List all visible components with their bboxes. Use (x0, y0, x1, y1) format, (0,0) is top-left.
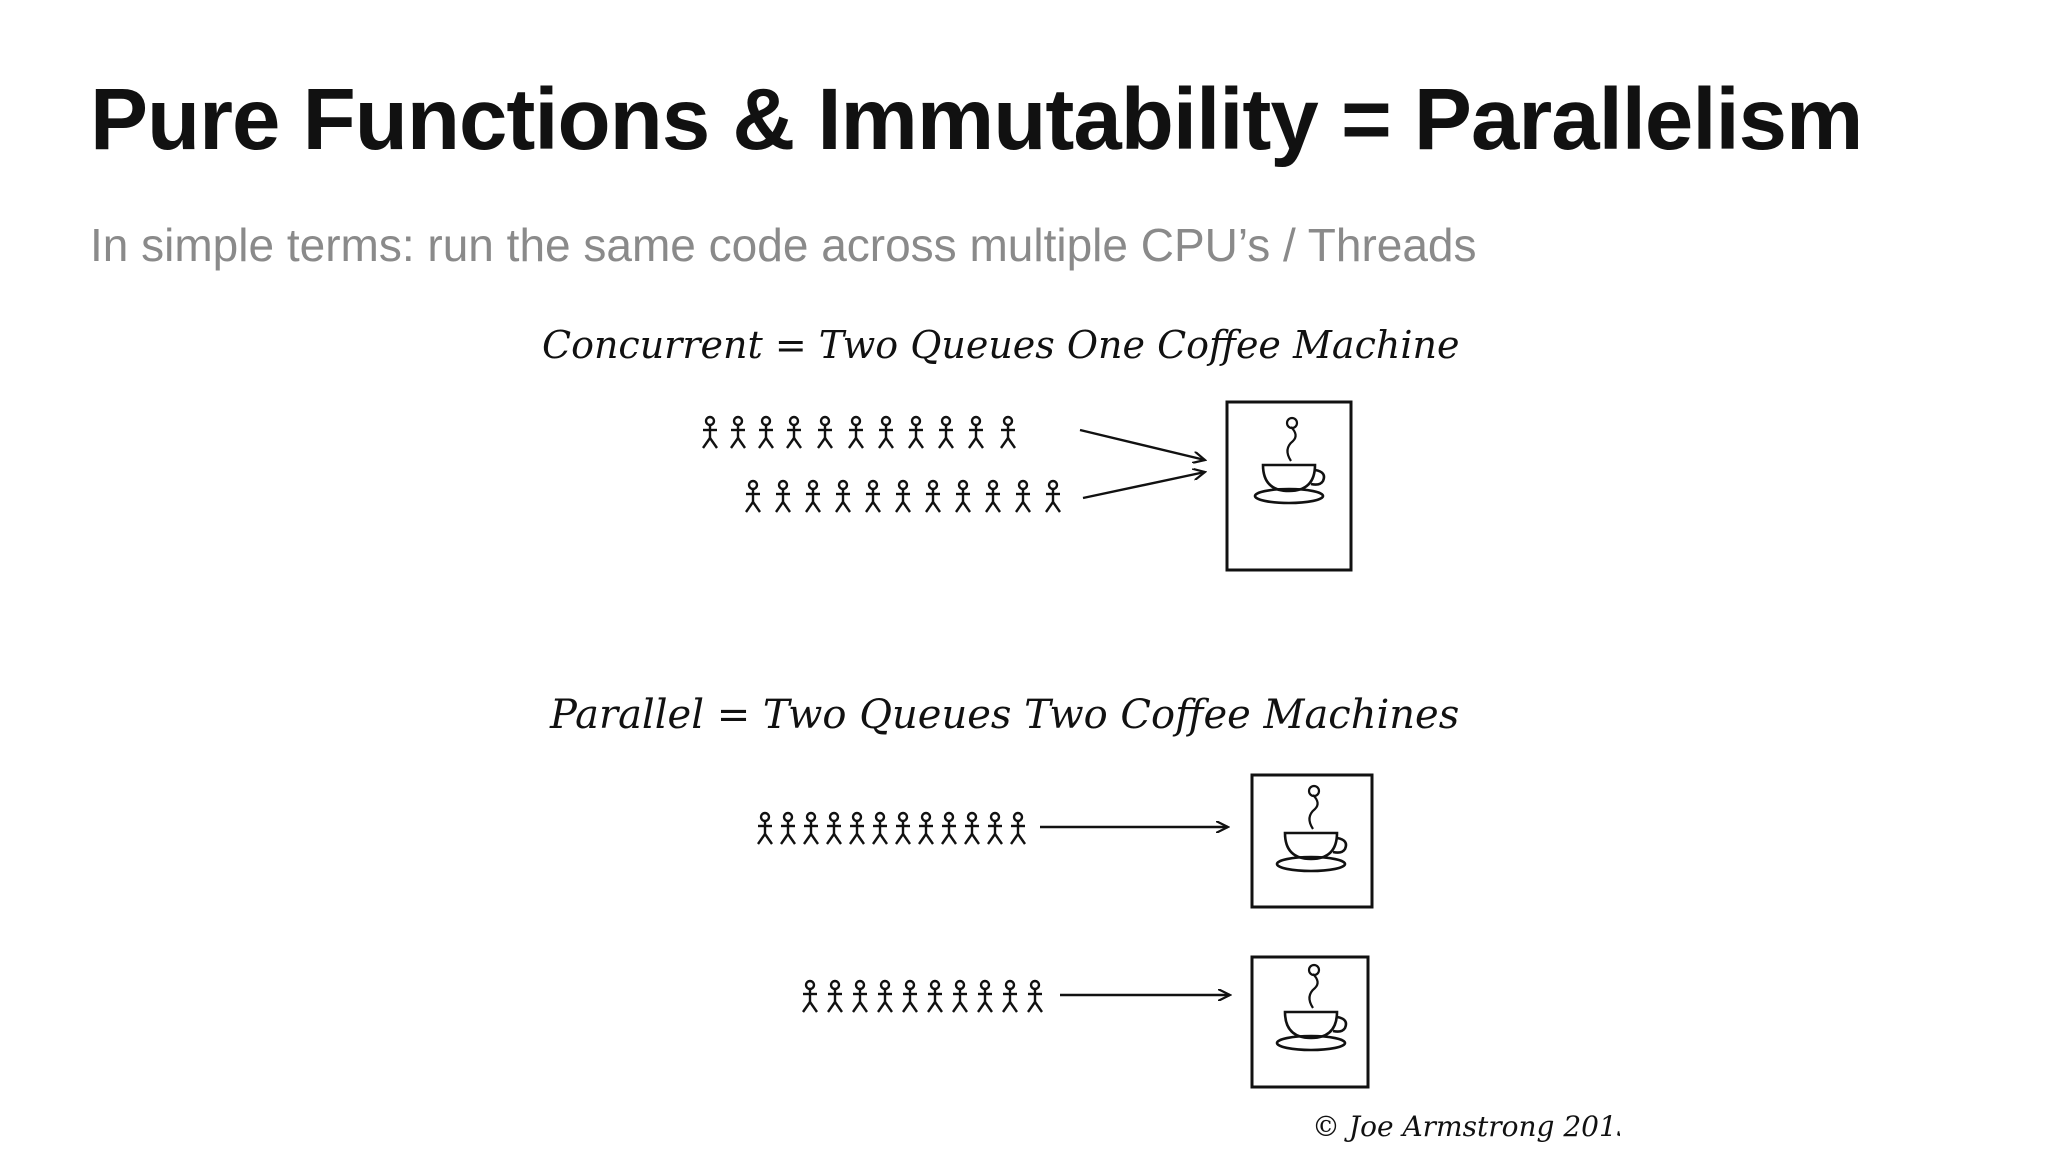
concurrent-arrow-1 (1079, 428, 1205, 460)
coffee-machine-2 (1250, 955, 1370, 1089)
concurrent-label: Concurrent = Two Queues One Coffee Machi… (542, 323, 1459, 367)
parallel-queue-2 (801, 979, 1044, 1014)
coffee-machine-sketch: Concurrent = Two Queues One Coffee Machi… (542, 323, 1620, 1143)
parallel-label: Parallel = Two Queues Two Coffee Machine… (549, 692, 1459, 738)
concurrent-queue-1 (701, 415, 1017, 450)
slide-subtitle: In simple terms: run the same code acros… (90, 219, 1477, 271)
credit-text: © Joe Armstrong 2013 (1312, 1110, 1620, 1143)
concurrent-arrow-2 (1082, 472, 1205, 500)
parallel-queue-1 (756, 811, 1027, 846)
slide-title: Pure Functions & Immutability = Parallel… (90, 71, 1863, 168)
coffee-machine-1 (1250, 773, 1374, 909)
coffee-machine-shared (1225, 400, 1353, 572)
concurrent-queue-2 (744, 479, 1062, 514)
